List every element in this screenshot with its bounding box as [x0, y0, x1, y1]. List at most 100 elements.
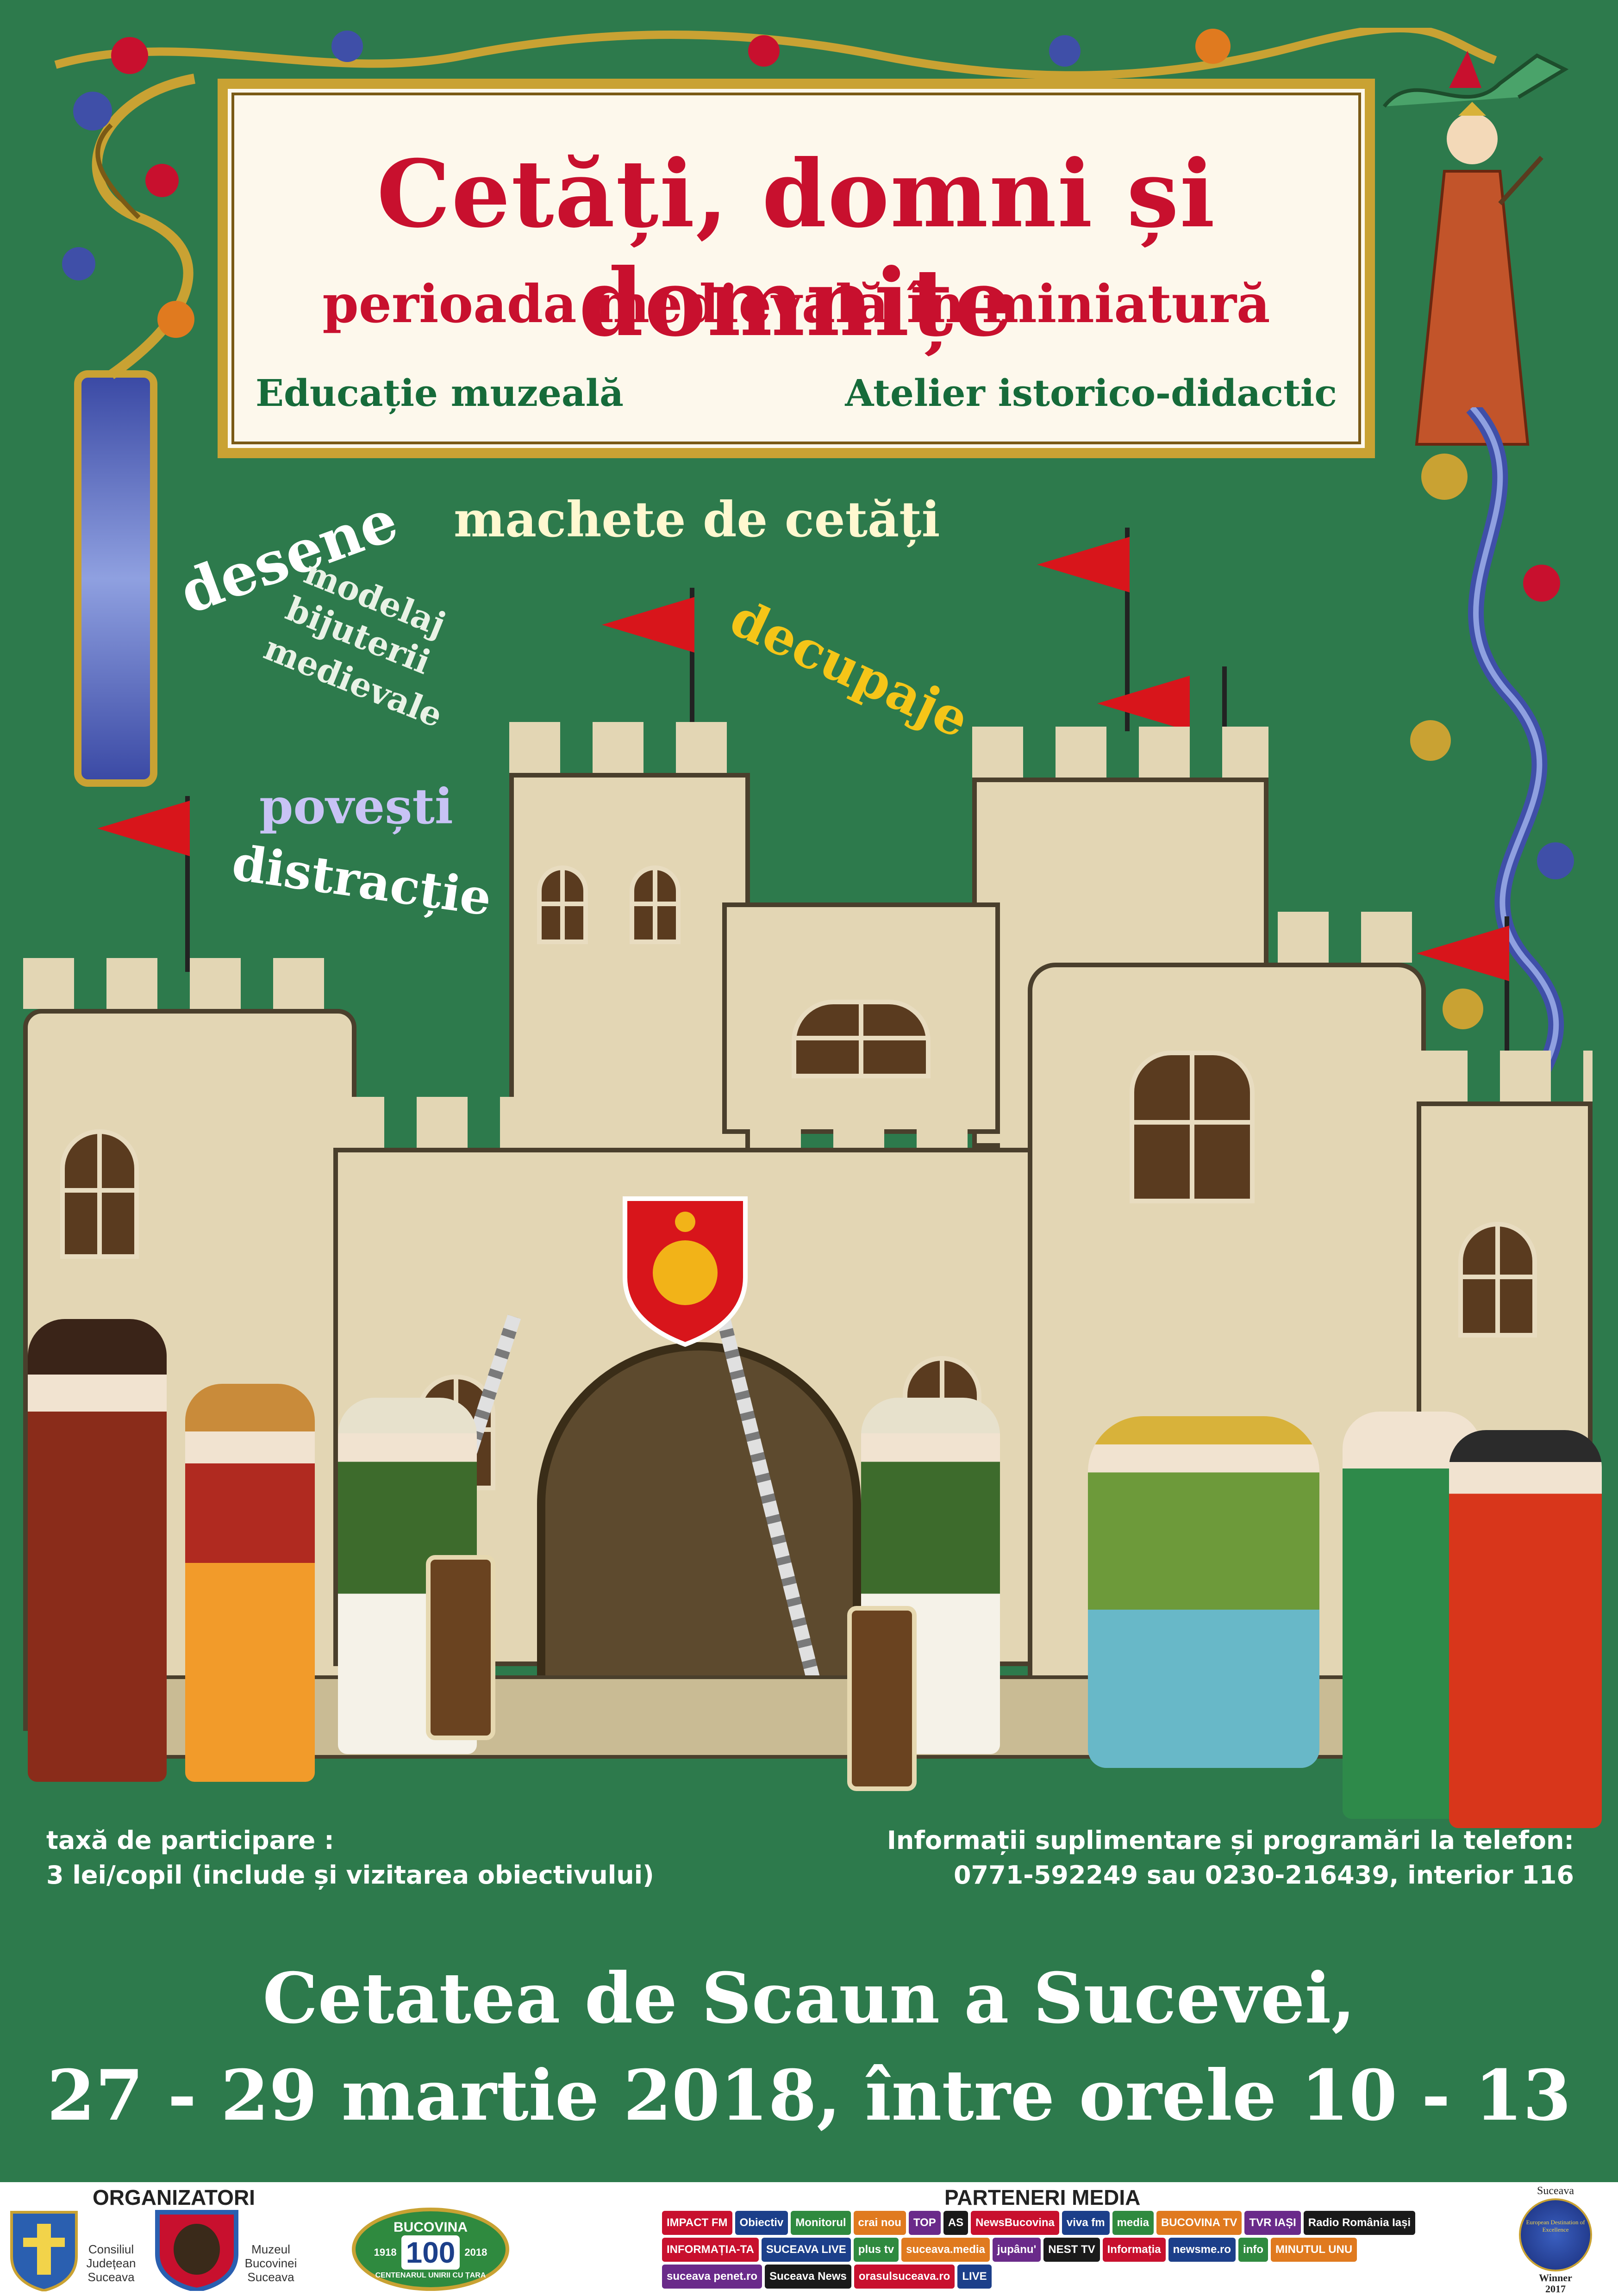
flag-pole: [690, 588, 694, 764]
media-partner-logo: plus tv: [853, 2238, 899, 2262]
contact-phones: 0771-592249 sau 0230-216439, interior 11…: [953, 1860, 1574, 1890]
media-partner-logo: crai nou: [853, 2211, 906, 2235]
award-bottom: Winner: [1539, 2272, 1572, 2284]
media-partner-logo: info: [1238, 2238, 1268, 2262]
left-vine-ornament: [37, 69, 231, 393]
media-partner-logo: NEST TV: [1043, 2238, 1100, 2262]
red-flag: [1417, 926, 1509, 981]
battlements: [1028, 912, 1426, 963]
fee-label: taxă de participare :: [46, 1826, 334, 1855]
centenar-bottom: CENTENARUL UNIRII CU ȚARA: [375, 2271, 486, 2279]
red-flag: [1037, 537, 1130, 592]
award-top: Suceava: [1537, 2185, 1574, 2197]
award-winner: Winner 2017: [1500, 2272, 1611, 2295]
activity-povesti: povești: [259, 778, 453, 835]
org2-line2: Bucovinei: [244, 2256, 297, 2270]
award-year: 2017: [1545, 2283, 1566, 2295]
media-partner-logo: media: [1112, 2211, 1154, 2235]
partners-band: ORGANIZATORI Consiliul Județean Suceava …: [0, 2182, 1618, 2296]
lady-spinning-illustration: [1407, 102, 1546, 454]
media-partner-logo: Obiectiv: [735, 2211, 788, 2235]
shield-icon: [426, 1555, 495, 1740]
award-circle: European Destination of Excellence: [1519, 2198, 1592, 2271]
media-partner-logo: Suceava News: [765, 2265, 851, 2289]
org1-line2: Județean: [86, 2256, 136, 2270]
award-badge: Suceava European Destination of Excellen…: [1500, 2185, 1611, 2295]
media-partner-logo: TVR IAȘI: [1244, 2211, 1301, 2235]
media-partner-logo: AS: [943, 2211, 968, 2235]
contact-label: Informații suplimentare și programări la…: [887, 1826, 1574, 1855]
org1-line3: Suceava: [87, 2270, 135, 2284]
battlements: [972, 727, 1268, 778]
battlements: [23, 958, 356, 1009]
org2-name: Muzeul Bucovinei Suceava: [241, 2242, 301, 2284]
centenar-year-left: 1918: [374, 2246, 397, 2258]
media-partner-logo: suceava.media: [901, 2238, 990, 2262]
boyar-figure: [28, 1319, 167, 1782]
activity-machete: machete de cetăți: [454, 491, 940, 548]
subhead-atelier: Atelier istorico-didactic: [845, 371, 1337, 415]
media-partners-heading: PARTENERI MEDIA: [944, 2185, 1141, 2209]
castle-window: [630, 865, 681, 944]
red-flag: [97, 801, 190, 856]
org1-name: Consiliul Județean Suceava: [81, 2242, 141, 2284]
lady-figure-left: [185, 1384, 315, 1782]
flag-pole: [1505, 916, 1509, 1055]
media-partner-logo: viva fm: [1062, 2211, 1110, 2235]
media-partner-logo: MINUTUL UNU: [1271, 2238, 1357, 2262]
centenar-logo: BUCOVINA 1918 100 2018 CENTENARUL UNIRII…: [352, 2208, 509, 2291]
red-flag: [1097, 676, 1190, 731]
media-partner-logo: TOP: [908, 2211, 941, 2235]
award-middle: European Destination of Excellence: [1526, 2219, 1585, 2233]
centenar-years: 1918 100 2018: [356, 2235, 506, 2270]
dragon-illustration: [1380, 37, 1574, 130]
media-partner-logo: SUCEAVA LIVE: [761, 2238, 851, 2262]
red-flag: [602, 597, 694, 653]
media-partner-logo: Radio România Iași: [1303, 2211, 1416, 2235]
event-date: 27 - 29 martie 2018, între orele 10 - 13: [47, 2055, 1571, 2136]
media-partner-logo: INFORMAȚIA-TA: [662, 2238, 759, 2262]
centenar-top: BUCOVINA: [393, 2220, 468, 2235]
battlements: [509, 722, 750, 773]
castle-window: [60, 1129, 139, 1259]
org2-line1: Muzeul: [251, 2242, 290, 2256]
battlements: [333, 1097, 1056, 1148]
centenar-number: 100: [401, 2235, 460, 2270]
vine-ornament-top: [46, 24, 1505, 80]
shield-icon: [847, 1606, 917, 1791]
event-title: Cetăți, domni și domnițe: [376, 140, 1216, 357]
media-partner-logo: suceava penet.ro: [662, 2265, 762, 2289]
castle-window: [537, 865, 588, 944]
fee-value: 3 lei/copil (include și vizitarea obiect…: [46, 1860, 654, 1890]
coat-of-arms-icon: [620, 1194, 750, 1347]
media-partner-logo: orasulsuceava.ro: [854, 2265, 955, 2289]
media-partner-logo: BUCOVINA TV: [1156, 2211, 1242, 2235]
media-partner-logo: Monitorul: [791, 2211, 851, 2235]
battlements: [1417, 1051, 1593, 1101]
title-frame: Cetăți, domni și domnițe perioada mediev…: [218, 79, 1375, 458]
county-coat-of-arms-icon: [9, 2210, 79, 2292]
flag-pole: [185, 796, 190, 972]
event-location: Cetatea de Scaun a Sucevei,: [262, 1958, 1356, 2039]
centenar-year-right: 2018: [464, 2246, 487, 2258]
museum-coat-of-arms-icon: [153, 2208, 241, 2293]
media-partner-logo: jupânu': [992, 2238, 1041, 2262]
organizers-heading: ORGANIZATORI: [93, 2185, 255, 2209]
event-subtitle: perioada medievală în miniatură: [322, 274, 1270, 335]
media-partner-logo: LIVE: [957, 2265, 992, 2289]
nobleman-figure-red: [1449, 1430, 1602, 1828]
org1-line1: Consiliul: [88, 2242, 134, 2256]
castle-window: [792, 1000, 931, 1078]
flag-pole: [1125, 528, 1130, 731]
media-partner-logo: Informația: [1102, 2238, 1166, 2262]
princess-figure: [1088, 1416, 1319, 1768]
media-partner-logo: newsme.ro: [1168, 2238, 1236, 2262]
media-partner-logo: IMPACT FM: [662, 2211, 732, 2235]
castle-window: [1458, 1222, 1537, 1338]
org2-line3: Suceava: [247, 2270, 294, 2284]
castle-window: [1130, 1051, 1255, 1203]
castle-gate: [537, 1342, 861, 1694]
subhead-educatie: Educație muzeală: [256, 371, 624, 415]
media-partner-logo: NewsBucovina: [971, 2211, 1059, 2235]
